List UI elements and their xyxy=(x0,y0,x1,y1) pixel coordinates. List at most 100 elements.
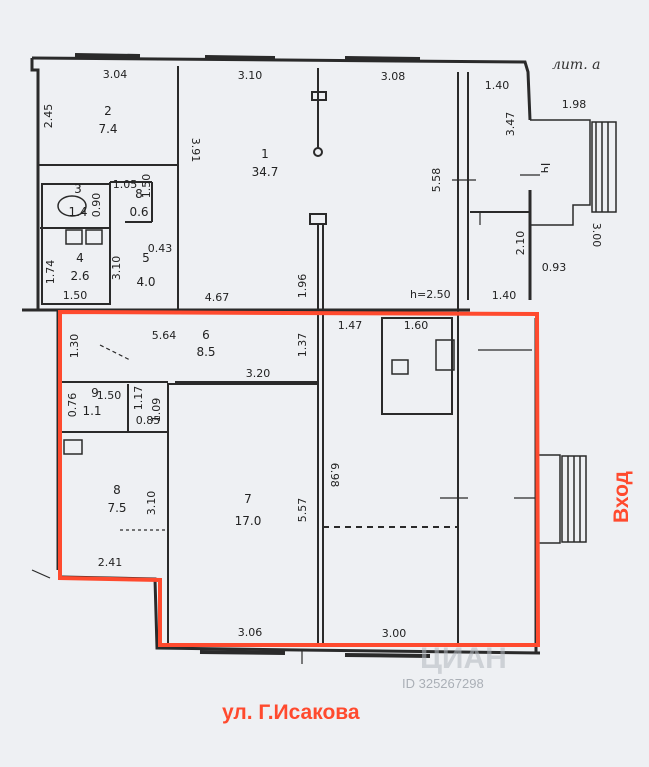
room-7-area: 17.0 xyxy=(235,514,262,528)
stair-upper-outline xyxy=(530,119,591,226)
room-8-area: 7.5 xyxy=(107,501,126,515)
dim-label: 2.10 xyxy=(514,231,527,256)
sink-icon-b xyxy=(85,229,103,245)
room-6-id: 6 xyxy=(202,328,210,342)
dim-label: 1.50 xyxy=(140,174,153,199)
dim-label: 5.64 xyxy=(152,329,177,342)
vent-top-ring xyxy=(313,147,323,157)
dim-label: 0.76 xyxy=(66,393,79,418)
dim-label: 5.57 xyxy=(296,498,309,523)
dim-label: 6.98 xyxy=(328,463,341,488)
dim-label: 1.96 xyxy=(296,274,309,299)
wall-bottom-right xyxy=(299,648,541,655)
dim-label: 3.06 xyxy=(238,626,263,639)
room-6-area: 8.5 xyxy=(196,345,215,359)
dim-label: 3.08 xyxy=(381,70,406,83)
room-2-area: 7.4 xyxy=(98,122,117,136)
room-8-id: 8 xyxy=(113,483,121,497)
dim-label: 0.90 xyxy=(90,193,103,218)
tick-10 xyxy=(31,569,51,579)
room-1-area: 34.7 xyxy=(252,165,279,179)
room-4-id: 4 xyxy=(76,251,84,265)
window-bottom-b xyxy=(344,653,431,658)
dim-label: 3.10 xyxy=(110,256,123,281)
dim-label: 3.04 xyxy=(103,68,128,81)
room-8-small-area: 0.6 xyxy=(129,205,148,219)
sink-icon-a xyxy=(65,229,83,245)
dim-label: 1.74 xyxy=(44,260,57,285)
room-4-area: 2.6 xyxy=(70,269,89,283)
toilet-icon xyxy=(57,195,87,217)
dim-label: 1.17 xyxy=(132,386,145,411)
room-8-small-id: 8 xyxy=(135,187,143,201)
stair-entrance xyxy=(536,454,587,544)
dim-label: 1.98 xyxy=(562,98,587,111)
dimension-labels: 3.04 3.10 3.08 1.40 2.45 3.91 5.58 3.47 … xyxy=(42,68,603,640)
watermark-brand: ЦИАН xyxy=(420,642,507,675)
dim-label: 1.47 xyxy=(338,319,363,332)
ceiling-height-label: h=2.50 xyxy=(410,288,451,301)
dim-label: 5.58 xyxy=(430,168,443,193)
dim-label: 1.40 xyxy=(492,289,517,302)
room-9-area: 1.1 xyxy=(82,404,101,418)
sink-icon-e xyxy=(435,339,455,371)
wall-bath-box xyxy=(41,183,111,305)
watermark-id: ID 325267298 xyxy=(402,676,484,691)
window-room1-b xyxy=(344,56,421,61)
building-letter-label: лит. а xyxy=(552,57,600,73)
stair-label: Iч xyxy=(538,163,552,174)
fixtures xyxy=(57,195,455,455)
dim-label: 1.05 xyxy=(113,178,138,191)
room-labels: 2 7.4 1 34.7 3 1.4 4 2.6 5 4.0 8 0.6 6 8… xyxy=(68,104,552,528)
windows xyxy=(74,53,431,658)
sink-icon-c xyxy=(63,439,83,455)
dim-label: 3.10 xyxy=(238,69,263,82)
dim-label: 3.00 xyxy=(590,223,603,248)
tick-8 xyxy=(99,344,131,361)
stair-entrance-outline xyxy=(536,454,561,544)
dim-label: 1.40 xyxy=(485,79,510,92)
dim-label: 1.30 xyxy=(68,334,81,359)
room-5-id: 5 xyxy=(142,251,150,265)
dim-label: 0.93 xyxy=(542,261,567,274)
window-room1-a xyxy=(204,55,276,60)
outer-wall-left-upper xyxy=(30,58,40,310)
stair-upper xyxy=(530,119,617,226)
door-ticks xyxy=(31,174,540,664)
street-label: ул. Г.Исакова xyxy=(222,701,360,724)
dim-label: 1.50 xyxy=(97,389,122,402)
dim-label: 4.67 xyxy=(205,291,230,304)
vent-mid xyxy=(309,213,327,225)
outer-wall-top xyxy=(31,56,532,121)
vent-shafts xyxy=(309,68,327,225)
dim-label: 3.10 xyxy=(145,491,158,516)
window-room2 xyxy=(74,53,141,58)
dim-label: 3.20 xyxy=(246,367,271,380)
dim-label: 1.60 xyxy=(404,319,429,332)
dim-label: 1.50 xyxy=(63,289,88,302)
dim-label: 1.09 xyxy=(150,398,163,423)
entrance-label: Вход xyxy=(610,471,633,523)
room-2-id: 2 xyxy=(104,104,112,118)
stair-upper-steps xyxy=(591,121,617,213)
window-bottom-a xyxy=(199,650,286,655)
dim-label: 2.41 xyxy=(98,556,123,569)
dim-label: 3.91 xyxy=(189,138,202,163)
dim-label: 0.43 xyxy=(148,242,173,255)
room-3-id: 3 xyxy=(74,182,82,196)
room-3-area: 1.4 xyxy=(68,205,87,219)
dim-label: 1.37 xyxy=(296,333,309,358)
dim-label: 0.85 xyxy=(136,414,161,427)
room-5-area: 4.0 xyxy=(136,275,155,289)
room-9-id: 9 xyxy=(91,386,99,400)
sink-icon-d xyxy=(391,359,409,375)
room-7-id: 7 xyxy=(244,492,252,506)
dim-label: 3.47 xyxy=(504,112,517,137)
wall-wc-right xyxy=(381,317,453,415)
dim-label: 3.00 xyxy=(382,627,407,640)
room-1-id: 1 xyxy=(261,147,269,161)
highlight-outline xyxy=(58,309,541,647)
dim-label: 2.45 xyxy=(42,104,55,129)
